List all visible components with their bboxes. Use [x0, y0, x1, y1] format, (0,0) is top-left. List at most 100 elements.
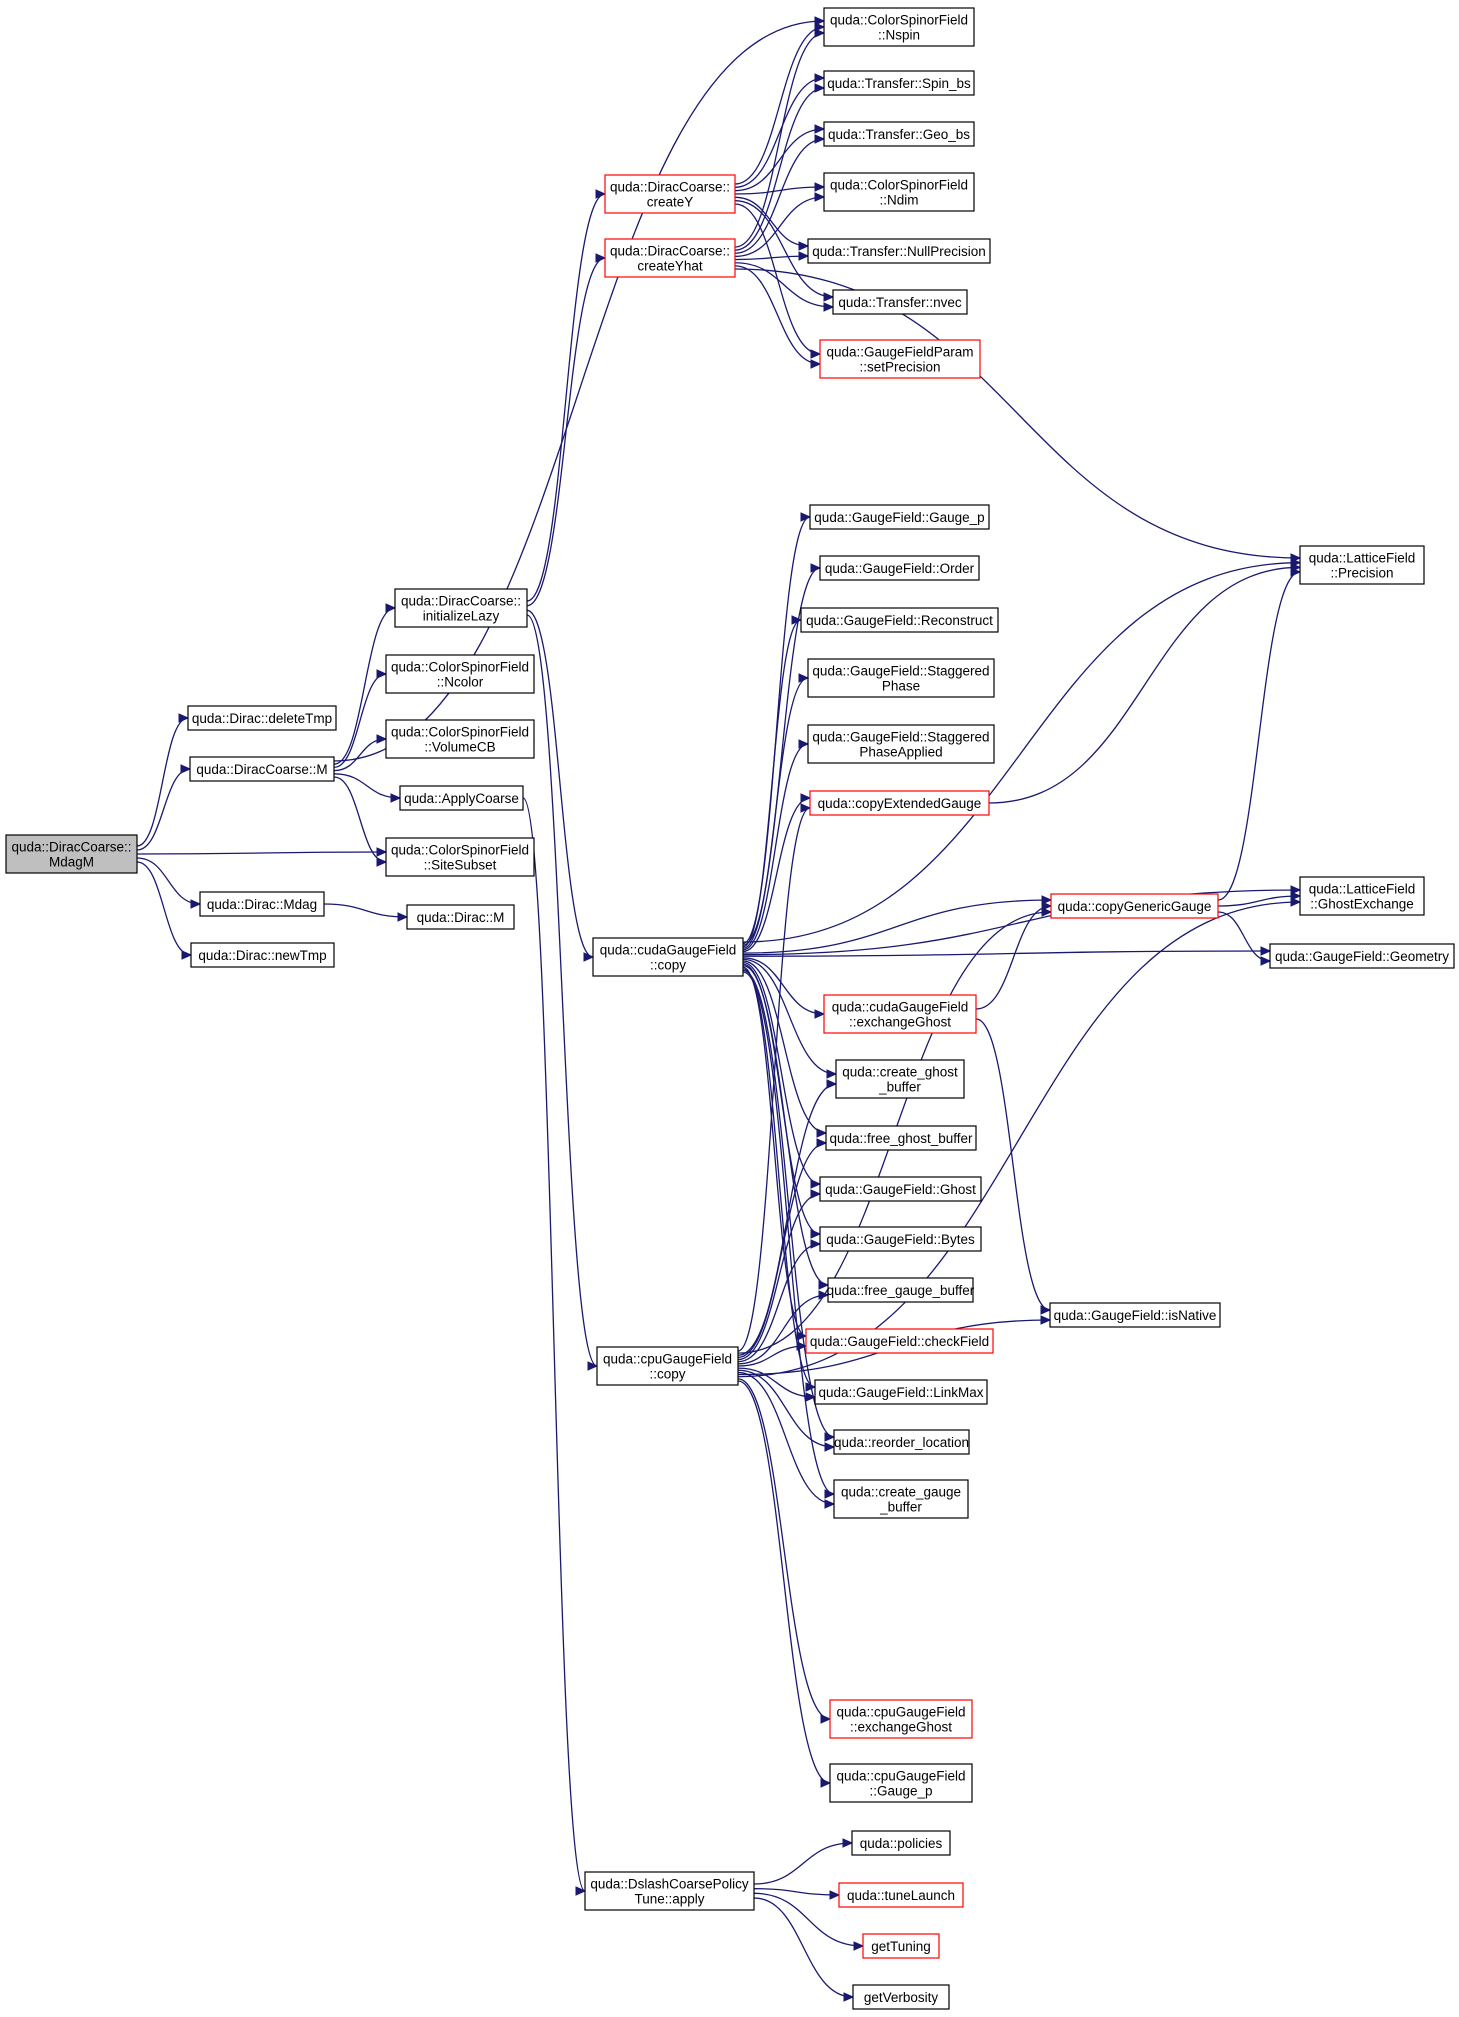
node-sitesubset[interactable]: quda::ColorSpinorField::SiteSubset: [385, 837, 535, 877]
node-box[interactable]: [807, 658, 995, 698]
node-mdagm[interactable]: quda::DiracCoarse::MdagM: [5, 834, 138, 874]
node-box[interactable]: [1049, 1302, 1221, 1328]
node-box[interactable]: [819, 555, 980, 581]
node-ndim[interactable]: quda::ColorSpinorField::Ndim: [823, 172, 975, 212]
node-copyext[interactable]: quda::copyExtendedGauge: [809, 790, 990, 816]
node-reconstruct[interactable]: quda::GaugeField::Reconstruct: [800, 607, 999, 633]
node-bytes[interactable]: quda::GaugeField::Bytes: [819, 1226, 982, 1252]
node-box[interactable]: [833, 1429, 970, 1455]
node-ghost[interactable]: quda::GaugeField::Ghost: [819, 1176, 982, 1202]
node-newtmp[interactable]: quda::Dirac::newTmp: [190, 942, 335, 968]
node-box[interactable]: [823, 121, 975, 147]
node-box[interactable]: [385, 654, 535, 694]
node-box[interactable]: [800, 607, 999, 633]
node-createYhat[interactable]: quda::DiracCoarse::createYhat: [604, 238, 736, 278]
node-box[interactable]: [832, 289, 968, 315]
node-tunelaunch[interactable]: quda::tuneLaunch: [838, 1882, 964, 1908]
node-ncolor[interactable]: quda::ColorSpinorField::Ncolor: [385, 654, 535, 694]
node-box[interactable]: [851, 1830, 951, 1856]
node-box[interactable]: [385, 837, 535, 877]
node-box[interactable]: [829, 1763, 973, 1803]
node-precision[interactable]: quda::LatticeField::Precision: [1299, 545, 1425, 585]
node-cpucopy[interactable]: quda::cpuGaugeField::copy: [596, 1346, 739, 1386]
node-geobs[interactable]: quda::Transfer::Geo_bs: [823, 121, 975, 147]
node-copygeneric[interactable]: quda::copyGenericGauge: [1050, 893, 1219, 919]
node-box[interactable]: [823, 70, 975, 96]
node-box[interactable]: [604, 238, 736, 278]
node-createY[interactable]: quda::DiracCoarse::createY: [604, 174, 736, 214]
node-freegauge[interactable]: quda::free_gauge_buffer: [827, 1277, 975, 1303]
node-box[interactable]: [385, 719, 535, 759]
node-box[interactable]: [592, 937, 744, 977]
node-box[interactable]: [829, 1699, 973, 1739]
node-cudaexghost[interactable]: quda::cudaGaugeField::exchangeGhost: [823, 994, 977, 1034]
node-box[interactable]: [852, 1984, 950, 2010]
node-nvec[interactable]: quda::Transfer::nvec: [832, 289, 968, 315]
node-volumecb[interactable]: quda::ColorSpinorField::VolumeCB: [385, 719, 535, 759]
node-box[interactable]: [189, 756, 335, 782]
node-dcM[interactable]: quda::DiracCoarse::M: [189, 756, 335, 782]
node-order[interactable]: quda::GaugeField::Order: [819, 555, 980, 581]
node-box[interactable]: [604, 174, 736, 214]
node-freeghost[interactable]: quda::free_ghost_buffer: [825, 1125, 977, 1151]
node-box[interactable]: [394, 588, 528, 628]
node-initlazy[interactable]: quda::DiracCoarse::initializeLazy: [394, 588, 528, 628]
node-box[interactable]: [1299, 545, 1425, 585]
node-box[interactable]: [835, 1059, 965, 1099]
node-box[interactable]: [819, 1226, 982, 1252]
node-box[interactable]: [823, 994, 977, 1034]
node-box[interactable]: [814, 1379, 988, 1405]
node-applycoarse[interactable]: quda::ApplyCoarse: [399, 785, 524, 811]
node-checkfield[interactable]: quda::GaugeField::checkField: [805, 1328, 994, 1354]
node-box[interactable]: [584, 1871, 755, 1911]
node-box[interactable]: [807, 238, 991, 264]
node-mdag[interactable]: quda::Dirac::Mdag: [199, 891, 325, 917]
node-isnative[interactable]: quda::GaugeField::isNative: [1049, 1302, 1221, 1328]
node-creategauge[interactable]: quda::create_gauge_buffer: [833, 1479, 969, 1519]
node-box[interactable]: [823, 172, 975, 212]
node-cudacopy[interactable]: quda::cudaGaugeField::copy: [592, 937, 744, 977]
node-setprec[interactable]: quda::GaugeFieldParam::setPrecision: [819, 339, 981, 379]
node-box[interactable]: [809, 504, 990, 530]
node-nullprec[interactable]: quda::Transfer::NullPrecision: [807, 238, 991, 264]
node-geometry[interactable]: quda::GaugeField::Geometry: [1269, 943, 1455, 969]
node-box[interactable]: [187, 705, 337, 731]
node-getverbosity[interactable]: getVerbosity: [852, 1984, 950, 2010]
node-cpugaugep[interactable]: quda::cpuGaugeField::Gauge_p: [829, 1763, 973, 1803]
node-spinbs[interactable]: quda::Transfer::Spin_bs: [823, 70, 975, 96]
node-deletetmp[interactable]: quda::Dirac::deleteTmp: [187, 705, 337, 731]
node-box[interactable]: [825, 1125, 977, 1151]
node-box[interactable]: [1299, 876, 1425, 916]
node-gaugep[interactable]: quda::GaugeField::Gauge_p: [809, 504, 990, 530]
node-box[interactable]: [807, 724, 995, 764]
node-box[interactable]: [805, 1328, 994, 1354]
node-ghostex[interactable]: quda::LatticeField::GhostExchange: [1299, 876, 1425, 916]
node-box[interactable]: [190, 942, 335, 968]
node-box[interactable]: [823, 7, 975, 47]
node-box[interactable]: [596, 1346, 739, 1386]
node-box[interactable]: [833, 1479, 969, 1519]
node-cpuexghost[interactable]: quda::cpuGaugeField::exchangeGhost: [829, 1699, 973, 1739]
node-box[interactable]: [827, 1277, 974, 1303]
node-box[interactable]: [399, 785, 524, 811]
node-box[interactable]: [819, 1176, 982, 1202]
node-box[interactable]: [1050, 893, 1219, 919]
node-box[interactable]: [1269, 943, 1455, 969]
node-reorder[interactable]: quda::reorder_location: [833, 1429, 970, 1455]
node-box[interactable]: [406, 904, 515, 930]
node-box[interactable]: [5, 834, 138, 874]
node-createghost[interactable]: quda::create_ghost_buffer: [835, 1059, 965, 1099]
node-box[interactable]: [199, 891, 325, 917]
node-linkmax[interactable]: quda::GaugeField::LinkMax: [814, 1379, 988, 1405]
node-nspin[interactable]: quda::ColorSpinorField::Nspin: [823, 7, 975, 47]
node-box[interactable]: [838, 1882, 964, 1908]
node-box[interactable]: [862, 1933, 940, 1959]
node-diracM[interactable]: quda::Dirac::M: [406, 904, 515, 930]
node-gettuning[interactable]: getTuning: [862, 1933, 940, 1959]
node-policies[interactable]: quda::policies: [851, 1830, 951, 1856]
node-box[interactable]: [819, 339, 981, 379]
node-box[interactable]: [809, 790, 990, 816]
